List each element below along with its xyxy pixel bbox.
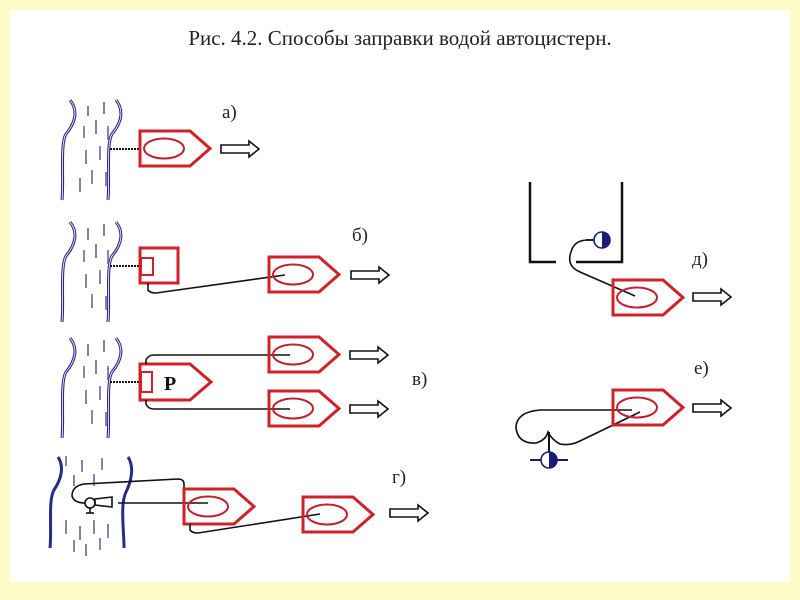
motor-pump	[138, 246, 180, 285]
scheme-v: Р в)	[60, 335, 427, 440]
pump-tanker: Р	[138, 362, 214, 402]
scheme-d: д)	[528, 182, 732, 317]
scheme-g: г)	[48, 456, 429, 556]
hydro-elevator	[84, 496, 113, 514]
scheme-label: г)	[392, 467, 406, 488]
direction-arrow-icon	[350, 266, 390, 284]
pressure-hose	[71, 478, 185, 504]
delivery-hose-upper	[145, 354, 290, 364]
scheme-e: е)	[515, 358, 732, 469]
scheme-a: а)	[60, 98, 260, 202]
water-dashes	[79, 102, 109, 192]
direction-arrow-icon	[349, 346, 389, 364]
scheme-b: б)	[60, 220, 390, 324]
tanker-first	[182, 487, 256, 526]
scheme-label: в)	[412, 369, 427, 390]
hose	[515, 409, 641, 446]
hose	[568, 239, 636, 297]
reservoir	[60, 220, 123, 324]
figure-panel	[10, 10, 790, 582]
figure-title: Рис. 4.2. Способы заправки водой автоцис…	[188, 26, 612, 50]
scheme-label: е)	[694, 358, 709, 379]
delivery-hose	[189, 513, 321, 534]
reservoir	[60, 336, 123, 440]
reservoir	[60, 98, 123, 202]
direction-arrow-icon	[692, 288, 732, 306]
direction-arrow-icon	[389, 504, 429, 522]
water-tank	[528, 182, 624, 264]
water-dashes	[83, 340, 109, 426]
hydrant-column-icon	[530, 432, 568, 469]
right-bank	[106, 336, 123, 440]
tanker	[611, 278, 685, 317]
scheme-label: а)	[222, 102, 237, 123]
tanker	[267, 255, 341, 294]
direction-arrow-icon	[349, 400, 389, 418]
delivery-hose	[147, 274, 286, 294]
scheme-label: д)	[692, 249, 708, 270]
direction-arrow-icon	[692, 399, 732, 417]
left-bank	[60, 336, 77, 440]
left-bank	[60, 220, 77, 324]
tanker	[138, 129, 212, 168]
pump-tanker-letter: Р	[164, 373, 176, 395]
reservoir	[48, 456, 134, 556]
scheme-label: б)	[352, 225, 368, 246]
direction-arrow-icon	[220, 140, 260, 158]
delivery-hose-lower	[145, 400, 290, 410]
valve-icon	[586, 231, 611, 249]
right-bank	[106, 220, 123, 324]
water-dashes	[83, 224, 109, 310]
left-bank	[60, 98, 77, 202]
